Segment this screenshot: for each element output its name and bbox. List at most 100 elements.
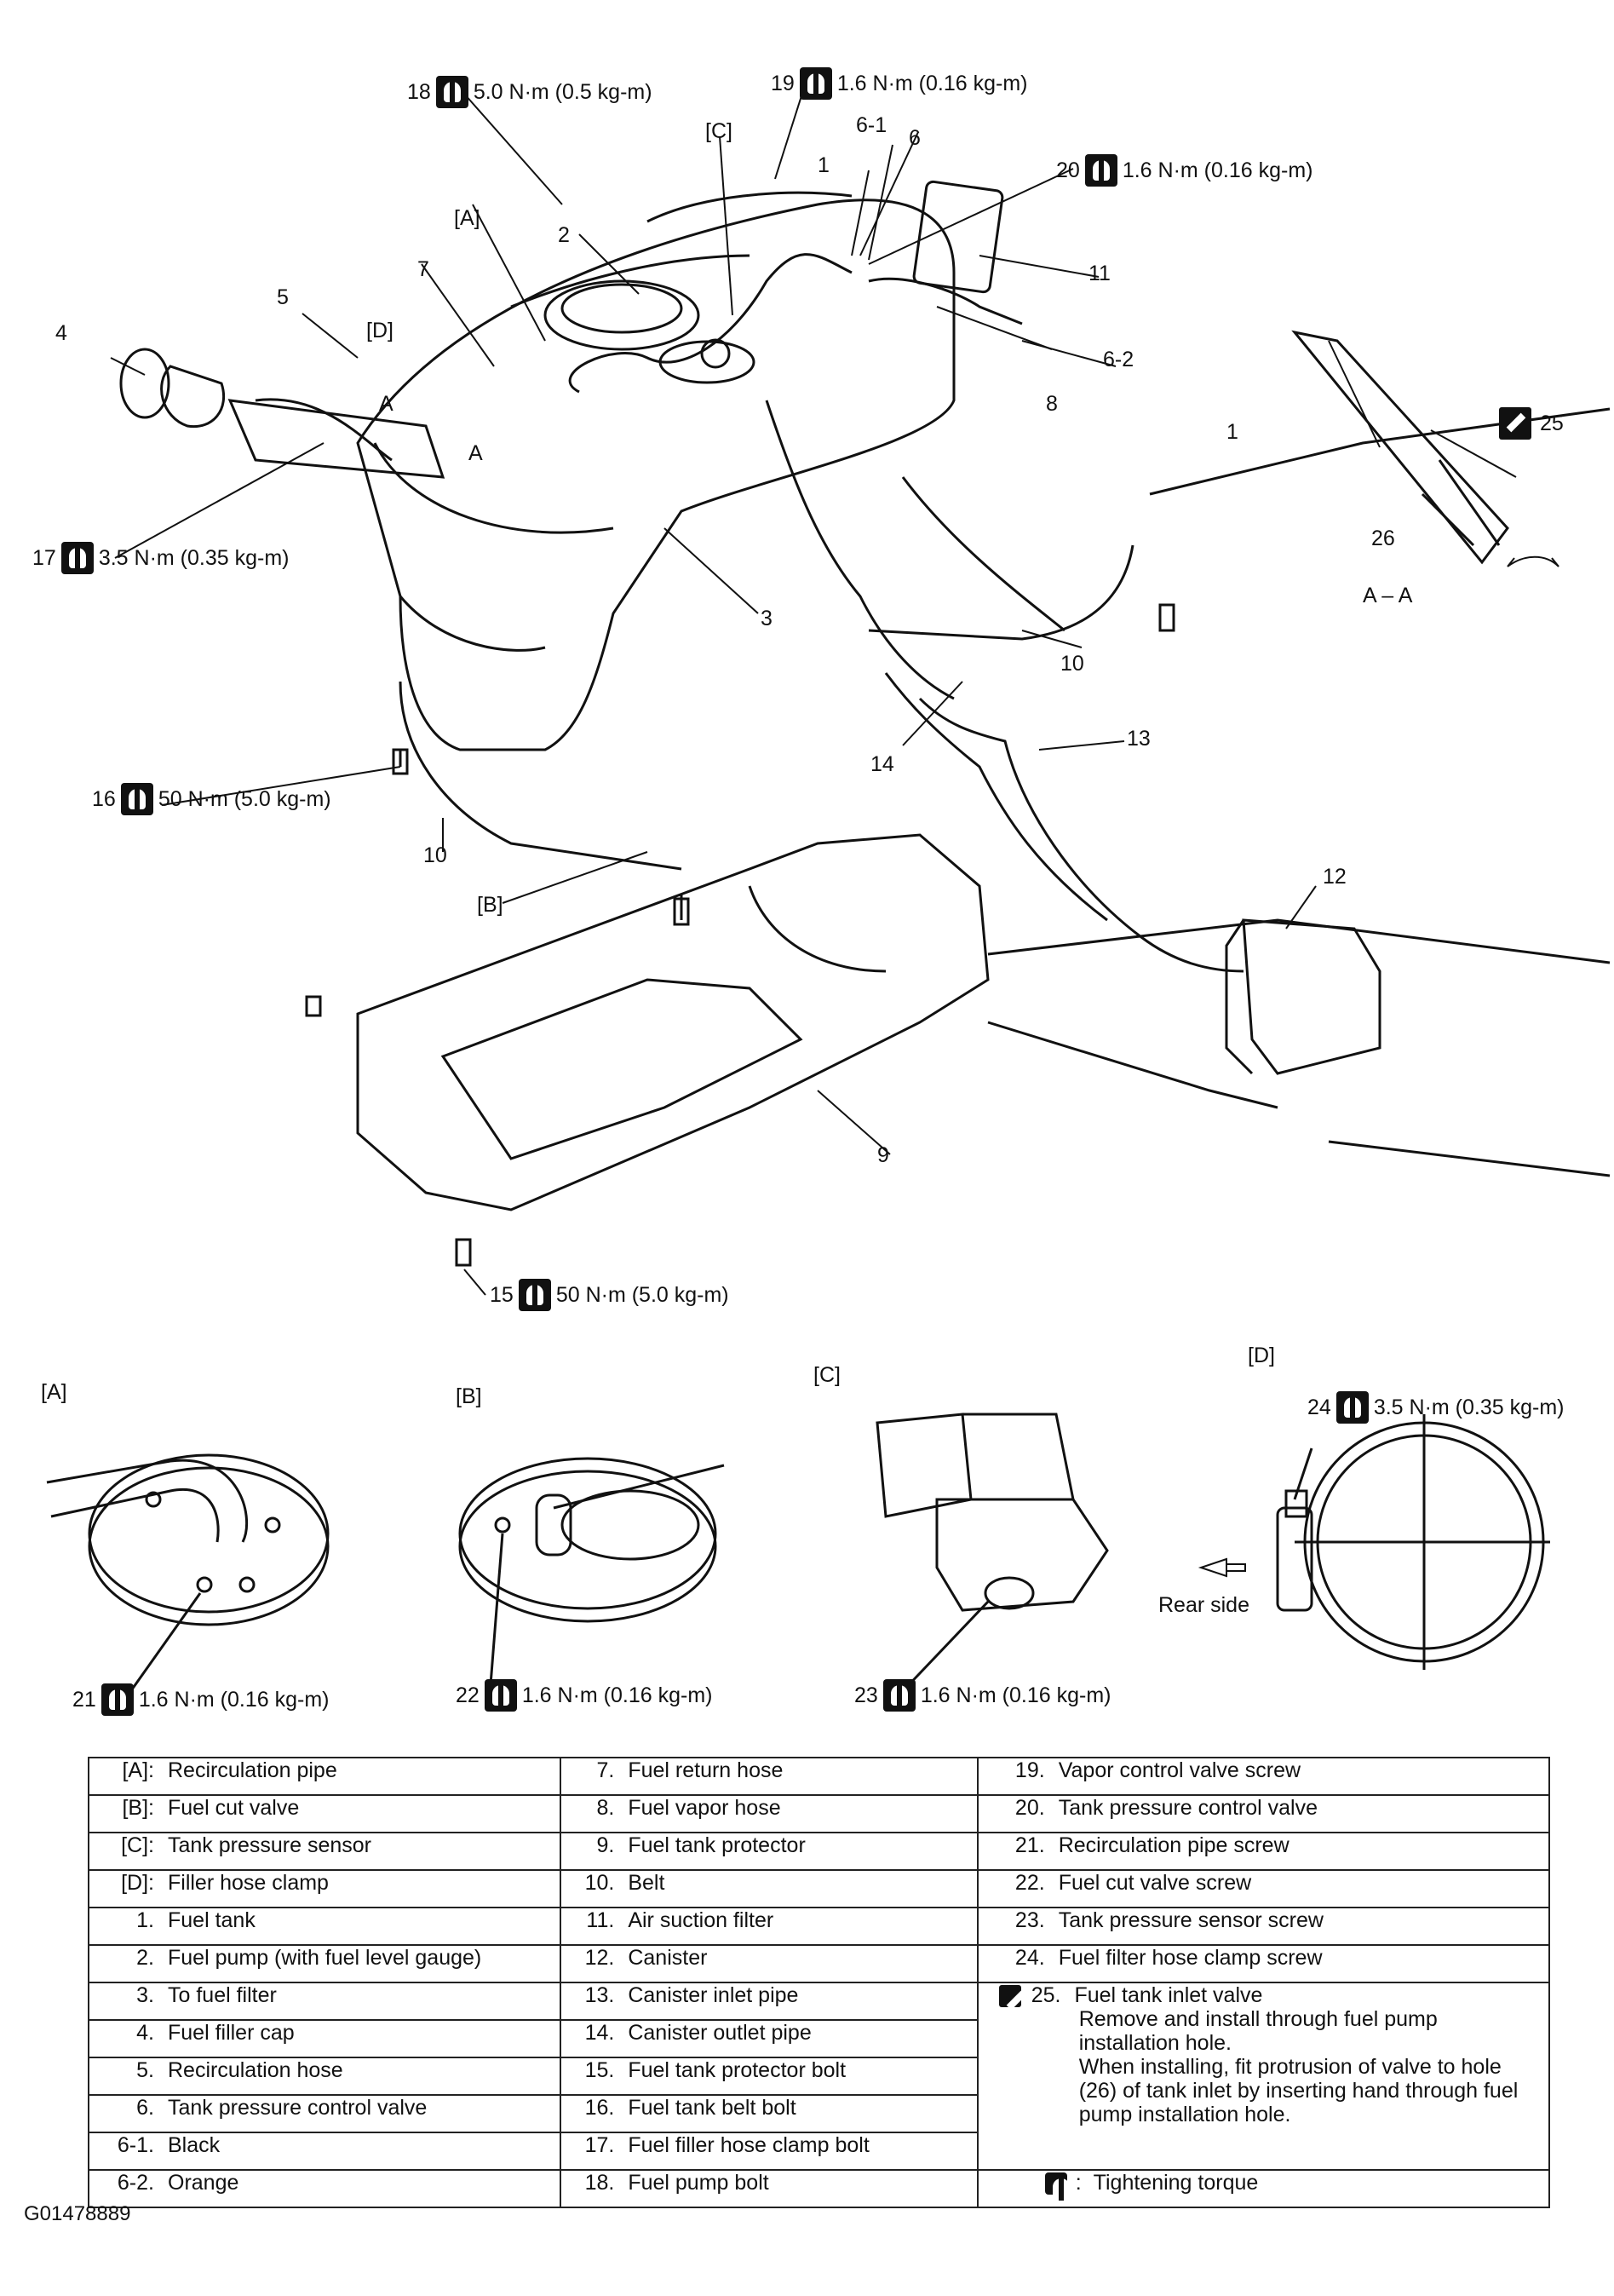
torque-icon xyxy=(1044,2172,1070,2201)
section-aa-drawing xyxy=(1291,330,1509,565)
callout-5: 5 xyxy=(277,285,289,309)
hoses-drawing xyxy=(568,253,1244,973)
legend-cell: 2.Fuel pump (with fuel level gauge) xyxy=(87,1944,562,1983)
detail-a-title: [A] xyxy=(41,1380,67,1404)
callout-6-1: 6-1 xyxy=(856,113,887,137)
callout-1-section: 1 xyxy=(1226,420,1238,444)
callout-25: 25 xyxy=(1540,411,1564,435)
legend-cell: 6.Tank pressure control valve xyxy=(87,2094,562,2133)
vehicle-frame-drawing xyxy=(987,407,1611,1177)
legend-cell: 6-2.Orange xyxy=(87,2169,562,2208)
legend-cell: 16.Fuel tank belt bolt xyxy=(560,2094,979,2133)
table-row: 1.Fuel tank 11.Air suction filter 23.Tan… xyxy=(87,1907,1551,1946)
detail-b-title: [B] xyxy=(456,1384,482,1408)
callout-12: 12 xyxy=(1323,865,1347,889)
callout-1: 1 xyxy=(818,153,830,177)
legend-cell: 8.Fuel vapor hose xyxy=(560,1794,979,1833)
callout-4: 4 xyxy=(55,321,67,345)
fuel-tank-drawing xyxy=(356,191,956,751)
table-row: 6-2.Orange 18.Fuel pump bolt :Tightening… xyxy=(87,2169,1551,2208)
table-row: [A]:Recirculation pipe 7.Fuel return hos… xyxy=(87,1757,1551,1796)
table-row: [C]:Tank pressure sensor 9.Fuel tank pro… xyxy=(87,1832,1551,1871)
special-instruction-icon xyxy=(1499,407,1531,440)
callout-10-right: 10 xyxy=(1060,652,1084,676)
fuel-system-diagram xyxy=(46,84,1611,1696)
torque-icon xyxy=(120,783,153,815)
legend-cell: 18.Fuel pump bolt xyxy=(560,2169,979,2208)
callout-8: 8 xyxy=(1046,392,1058,416)
section-view-label: A – A xyxy=(1363,584,1413,607)
table-row: 6.Tank pressure control valve 16.Fuel ta… xyxy=(87,2094,1549,2133)
callout-11: 11 xyxy=(1088,262,1111,285)
legend-cell: 22.Fuel cut valve screw xyxy=(976,1869,1551,1908)
parts-legend-table: [A]:Recirculation pipe 7.Fuel return hos… xyxy=(87,1757,1551,2208)
torque-icon xyxy=(484,1679,517,1712)
callout-6: 6 xyxy=(909,126,921,150)
legend-cell: 21.Recirculation pipe screw xyxy=(976,1832,1551,1871)
legend-cell: [D]:Filler hose clamp xyxy=(87,1869,562,1908)
detail-b-drawing xyxy=(458,1457,725,1696)
callout-7: 7 xyxy=(417,257,429,281)
rear-side-label: Rear side xyxy=(1158,1593,1249,1617)
legend-cell: 10.Belt xyxy=(560,1869,979,1908)
callout-26: 26 xyxy=(1371,527,1395,550)
legend-cell: 15.Fuel tank protector bolt xyxy=(560,2057,979,2096)
fuel-pump-drawing xyxy=(543,279,700,351)
callout-6-2: 6-2 xyxy=(1103,348,1134,371)
legend-cell: 23.Tank pressure sensor screw xyxy=(976,1907,1551,1946)
detail-c-title: [C] xyxy=(813,1363,841,1387)
rear-side-arrow-icon xyxy=(1198,1557,1246,1578)
torque-icon xyxy=(101,1683,134,1716)
legend-cell: 19.Vapor control valve screw xyxy=(976,1757,1551,1796)
legend-cell: 1.Fuel tank xyxy=(87,1907,562,1946)
legend-cell: 4.Fuel filler cap xyxy=(87,2019,562,2058)
torque-icon xyxy=(882,1679,916,1712)
torque-icon xyxy=(435,76,468,108)
tank-belts-drawing xyxy=(399,476,1134,871)
legend-cell: 24.Fuel filter hose clamp screw xyxy=(976,1944,1551,1983)
table-row: 6-1.Black 17.Fuel filler hose clamp bolt xyxy=(87,2132,1549,2171)
legend-cell: 9.Fuel tank protector xyxy=(560,1832,979,1871)
table-row: 2.Fuel pump (with fuel level gauge) 12.C… xyxy=(87,1944,1551,1983)
legend-cell: [C]:Tank pressure sensor xyxy=(87,1832,562,1871)
callout-d-label: [D] xyxy=(366,319,393,342)
leader-lines xyxy=(110,84,1517,1296)
fuel-tank-protector-drawing xyxy=(356,833,990,1211)
torque-icon xyxy=(60,542,94,574)
table-row: 3.To fuel filter 13.Canister inlet pipe … xyxy=(87,1982,1551,2171)
callout-a-label: [A] xyxy=(454,206,480,230)
legend-cell: 14.Canister outlet pipe xyxy=(560,2019,979,2058)
legend-cell-item-25: 25.Fuel tank inlet valve Remove and inst… xyxy=(976,1982,1551,2171)
legend-cell: 5.Recirculation hose xyxy=(87,2057,562,2096)
callout-9: 9 xyxy=(877,1143,889,1167)
table-row: [D]:Filler hose clamp 10.Belt 22.Fuel cu… xyxy=(87,1869,1551,1908)
legend-cell: 6-1.Black xyxy=(87,2132,562,2171)
section-mark-a-left: A xyxy=(379,392,393,416)
callout-13: 13 xyxy=(1127,727,1151,751)
detail-c-drawing xyxy=(876,1413,1109,1693)
legend-cell: [B]:Fuel cut valve xyxy=(87,1794,562,1833)
callout-2: 2 xyxy=(558,223,570,247)
filler-neck-drawing xyxy=(119,348,445,479)
torque-icon xyxy=(1084,154,1117,187)
callout-10-left: 10 xyxy=(423,843,447,867)
detail-d-drawing xyxy=(1276,1414,1550,1670)
rotate-arrow-icon xyxy=(1507,555,1559,567)
callout-b-label: [B] xyxy=(477,893,503,917)
legend-cell: 12.Canister xyxy=(560,1944,979,1983)
torque-icon xyxy=(1335,1391,1369,1424)
bolts-drawing xyxy=(305,603,1175,1267)
detail-a-drawing xyxy=(46,1453,330,1696)
section-mark-a-right: A xyxy=(468,441,483,465)
legend-cell: 17.Fuel filler hose clamp bolt xyxy=(560,2132,979,2171)
legend-cell: 20.Tank pressure control valve xyxy=(976,1794,1551,1833)
callout-c-label: [C] xyxy=(705,119,732,143)
legend-cell: 7.Fuel return hose xyxy=(560,1757,979,1796)
